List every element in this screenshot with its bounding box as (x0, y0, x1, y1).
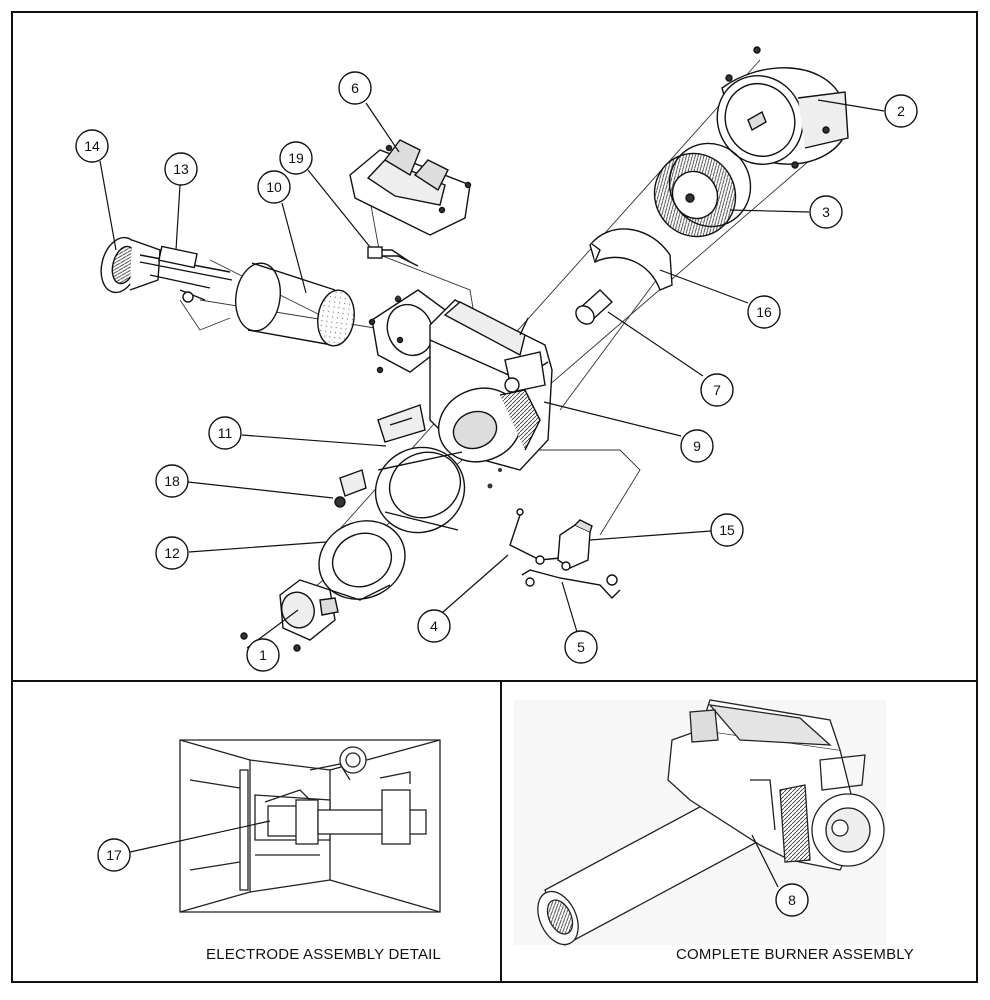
callout-leaders (99, 99, 885, 888)
svg-text:3: 3 (822, 204, 830, 220)
air-shutter-ring (374, 446, 466, 534)
electrode-assembly (139, 245, 233, 303)
callout-19: 19 (279, 141, 313, 175)
callout-15: 15 (710, 513, 744, 547)
callout-16: 16 (747, 295, 781, 329)
burner-housing (429, 299, 553, 471)
svg-text:2: 2 (897, 103, 905, 119)
svg-text:16: 16 (756, 304, 772, 320)
svg-text:5: 5 (577, 639, 585, 655)
screws (395, 295, 502, 489)
igniter-leads (367, 246, 419, 267)
callout-3: 3 (809, 195, 843, 229)
callout-9: 9 (680, 429, 714, 463)
callout-18: 18 (155, 464, 189, 498)
blower-wheel (653, 142, 752, 238)
svg-text:11: 11 (218, 425, 233, 441)
svg-text:15: 15 (719, 522, 735, 538)
svg-text:9: 9 (693, 438, 701, 454)
svg-text:19: 19 (288, 150, 304, 166)
svg-text:18: 18 (164, 473, 180, 489)
svg-text:17: 17 (106, 847, 122, 863)
ignitor (349, 139, 472, 236)
complete-assembly-caption: COMPLETE BURNER ASSEMBLY (676, 946, 914, 963)
callout-7: 7 (700, 373, 734, 407)
fuel-pump (240, 579, 339, 652)
svg-text:14: 14 (84, 138, 100, 154)
svg-text:7: 7 (713, 382, 721, 398)
callout-1: 1 (246, 638, 280, 672)
complete-burner-drawing (514, 699, 886, 946)
retention-head (100, 236, 161, 294)
callout-4: 4 (417, 609, 451, 643)
inlet-shroud (589, 228, 673, 291)
svg-text:1: 1 (259, 647, 267, 663)
frame (11, 11, 978, 983)
svg-text:6: 6 (351, 80, 359, 96)
electrode-detail-drawing (179, 739, 441, 913)
callout-14: 14 (75, 129, 109, 163)
callout-13: 13 (164, 152, 198, 186)
svg-text:13: 13 (173, 161, 189, 177)
callouts: 1 2 3 4 5 6 7 8 9 10 11 12 13 14 15 16 1… (75, 71, 918, 917)
callout-8: 8 (775, 883, 809, 917)
callout-12: 12 (155, 536, 189, 570)
svg-text:12: 12 (164, 545, 180, 561)
air-shutter (318, 520, 406, 601)
electrode-detail-caption: ELECTRODE ASSEMBLY DETAIL (206, 946, 442, 963)
callout-2: 2 (884, 94, 918, 128)
svg-text:10: 10 (266, 179, 282, 195)
solenoid-valve (557, 519, 593, 571)
svg-text:4: 4 (430, 618, 438, 634)
motor (716, 46, 849, 169)
callout-17: 17 (97, 838, 131, 872)
adjustment-plate (334, 469, 367, 508)
callout-11: 11 (208, 416, 242, 450)
oil-lines (509, 508, 621, 600)
svg-text:8: 8 (788, 892, 796, 908)
exploded-view (100, 46, 849, 652)
small-cylinder (575, 289, 614, 325)
callout-5: 5 (564, 630, 598, 664)
callout-6: 6 (338, 71, 372, 105)
air-tube (235, 262, 355, 347)
callout-10: 10 (257, 170, 291, 204)
air-band (377, 404, 426, 443)
